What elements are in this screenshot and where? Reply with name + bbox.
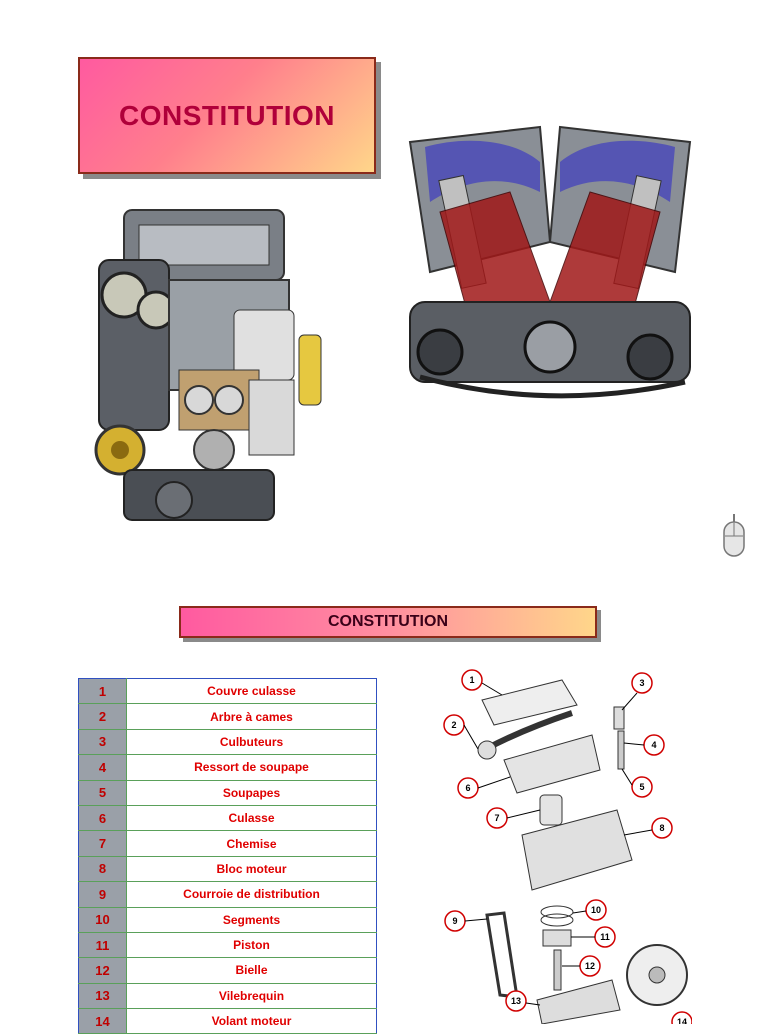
- callout-label: 7: [494, 813, 499, 823]
- part-number: 14: [78, 1008, 127, 1034]
- mouse-icon: [722, 514, 746, 558]
- callout-marker: 2: [443, 714, 465, 736]
- part-name: Vilebrequin: [126, 982, 377, 1010]
- part-number: 8: [78, 855, 127, 883]
- callout-marker: 3: [631, 672, 653, 694]
- part-number: 11: [78, 931, 127, 959]
- part-number: 3: [78, 728, 127, 756]
- part-name: Couvre culasse: [126, 677, 377, 705]
- part-number: 6: [78, 804, 127, 832]
- part-number: 4: [78, 754, 127, 781]
- callout-marker: 5: [631, 776, 653, 798]
- page-title: CONSTITUTION: [119, 99, 335, 131]
- callout-marker: 1: [461, 669, 483, 691]
- callout-label: 8: [659, 823, 664, 833]
- part-number: 12: [78, 957, 127, 984]
- part-name: Courroie de distribution: [126, 881, 377, 908]
- callout-marker: 4: [643, 734, 665, 756]
- part-name: Ressort de soupape: [126, 754, 377, 781]
- callout-label: 1: [469, 675, 474, 685]
- inline-engine-illustration: [84, 200, 329, 535]
- callout-marker: 10: [585, 899, 607, 921]
- part-name: Bielle: [126, 957, 377, 984]
- part-name: Arbre à cames: [126, 703, 377, 730]
- part-number: 1: [78, 677, 127, 705]
- part-name: Culbuteurs: [126, 728, 377, 756]
- callout-label: 4: [651, 740, 656, 750]
- part-number: 10: [78, 906, 127, 933]
- part-number: 5: [78, 779, 127, 806]
- callout-marker: 6: [457, 777, 479, 799]
- v-engine-drawing: [408, 125, 692, 399]
- part-name: Culasse: [126, 804, 377, 832]
- callout-label: 10: [591, 905, 601, 915]
- callout-label: 13: [511, 996, 521, 1006]
- part-number: 7: [78, 830, 127, 857]
- callout-marker: 14: [671, 1011, 692, 1024]
- callout-label: 9: [452, 916, 457, 926]
- callout-label: 5: [639, 782, 644, 792]
- section-title: CONSTITUTION: [328, 613, 448, 630]
- exploded-view-drawing: 1 2 3 4 5 6 7 8 9 10 11 12 13 14: [443, 669, 692, 1024]
- subtitle-banner: CONSTITUTION: [179, 606, 597, 638]
- v-engine-illustration: [400, 122, 700, 407]
- part-number: 2: [78, 703, 127, 730]
- callout-label: 6: [465, 783, 470, 793]
- callout-marker: 7: [486, 807, 508, 829]
- exploded-view-illustration: 1 2 3 4 5 6 7 8 9 10 11 12 13 14: [432, 665, 692, 1024]
- callout-label: 12: [585, 961, 595, 971]
- part-name: Segments: [126, 906, 377, 933]
- callout-label: 14: [677, 1017, 687, 1024]
- part-name: Bloc moteur: [126, 855, 377, 883]
- callout-marker: 9: [444, 910, 466, 932]
- callout-label: 2: [451, 720, 456, 730]
- title-banner: CONSTITUTION: [78, 57, 376, 174]
- callout-label: 3: [639, 678, 644, 688]
- part-name: Chemise: [126, 830, 377, 857]
- part-name: Piston: [126, 931, 377, 959]
- callout-marker: 11: [594, 926, 616, 948]
- callout-label: 11: [600, 932, 610, 942]
- part-name: Soupapes: [126, 779, 377, 806]
- callout-marker: 13: [505, 990, 527, 1012]
- part-number: 13: [78, 982, 127, 1010]
- callout-marker: 12: [579, 955, 601, 977]
- callout-marker: 8: [651, 817, 673, 839]
- part-number: 9: [78, 881, 127, 908]
- part-name: Volant moteur: [126, 1008, 377, 1034]
- inline-engine-drawing: [94, 209, 322, 521]
